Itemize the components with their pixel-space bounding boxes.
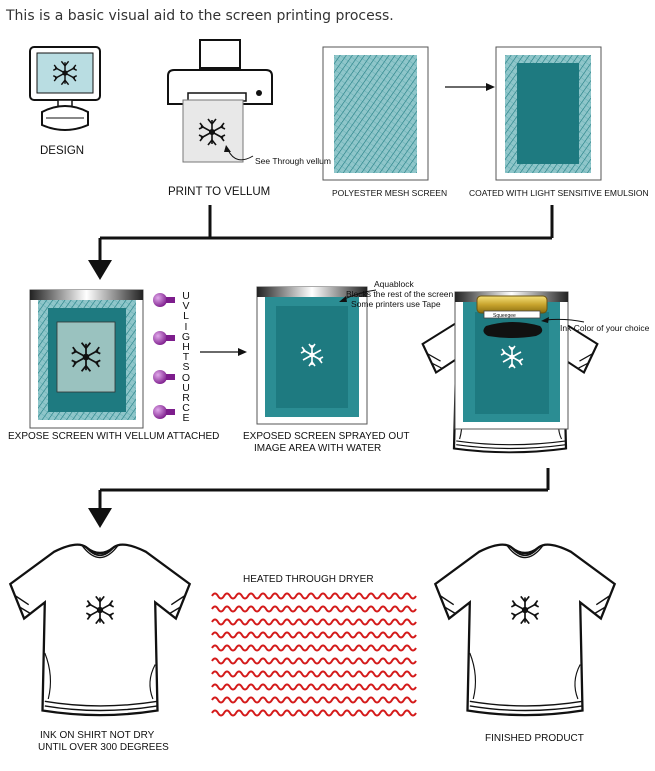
label-sprayed-2: IMAGE AREA WITH WATER — [254, 443, 382, 454]
heat-waves — [211, 592, 417, 717]
uv-letter: O — [181, 371, 191, 384]
heat-wave-line — [211, 657, 417, 665]
arrow-icon — [88, 260, 112, 280]
label-ink-shirt-2: UNTIL OVER 300 DEGREES — [38, 742, 169, 753]
label-expose: EXPOSE SCREEN WITH VELLUM ATTACHED — [8, 431, 220, 442]
label-heated: HEATED THROUGH DRYER — [243, 574, 374, 585]
heat-wave-line — [211, 696, 417, 704]
intro-text: This is a basic visual aid to the screen… — [6, 8, 394, 24]
uv-letter: U — [182, 381, 190, 394]
tshirt-icon — [9, 543, 191, 717]
label-squeegee: Squeegee — [493, 313, 516, 319]
heat-wave-line — [211, 605, 417, 613]
computer-icon — [29, 46, 101, 131]
flow-connector-1 — [98, 205, 554, 262]
heat-wave-line — [211, 670, 417, 678]
label-see-through: See Through vellum — [255, 156, 331, 166]
label-finished: FINISHED PRODUCT — [485, 733, 584, 744]
uv-letter: C — [182, 402, 190, 415]
label-print: PRINT TO VELLUM — [168, 186, 271, 198]
heat-wave-line — [211, 644, 417, 652]
uv-letter: E — [182, 412, 190, 425]
heat-wave-line — [211, 709, 417, 717]
squeegee-icon — [476, 295, 548, 319]
arrow-icon — [200, 348, 247, 356]
expose-screen — [29, 289, 144, 429]
tshirt-icon — [434, 543, 616, 717]
uv-bulb-icon — [153, 293, 175, 419]
uv-letter: T — [182, 351, 190, 364]
label-ink-shirt-1: INK ON SHIRT NOT DRY — [40, 730, 155, 741]
coated-screen — [495, 46, 602, 181]
print-station — [421, 291, 599, 454]
heat-wave-line — [211, 592, 417, 600]
uv-letter: R — [182, 392, 190, 405]
mesh-screen — [322, 46, 429, 181]
sprayed-screen — [256, 286, 368, 425]
label-mesh: POLYESTER MESH SCREEN — [332, 188, 448, 198]
heat-wave-line — [211, 618, 417, 626]
uv-letter: V — [182, 300, 190, 313]
uv-letter: U — [182, 290, 190, 302]
uv-letter: H — [182, 341, 190, 354]
uv-letter: S — [182, 361, 190, 374]
label-aquablock-tape: Some printers use Tape — [351, 299, 441, 309]
printer-icon — [167, 39, 273, 163]
label-aquablock-desc: Blocks the rest of the screen — [346, 289, 454, 299]
flow-connector-2 — [98, 468, 550, 510]
see-through-pointer — [227, 149, 254, 161]
label-ink-color: Ink Color of your choice — [560, 323, 650, 333]
arrow-icon — [445, 83, 495, 91]
label-sprayed-1: EXPOSED SCREEN SPRAYED OUT — [243, 431, 410, 442]
arrow-icon — [88, 508, 112, 528]
label-coated: COATED WITH LIGHT SENSITIVE EMULSION — [469, 188, 649, 198]
uv-letter: L — [183, 310, 189, 323]
label-aquablock: Aquablock — [374, 279, 414, 289]
label-design: DESIGN — [40, 145, 85, 157]
heat-wave-line — [211, 683, 417, 691]
heat-wave-line — [211, 631, 417, 639]
uv-letter: I — [184, 320, 188, 333]
uv-letter: G — [181, 330, 191, 343]
